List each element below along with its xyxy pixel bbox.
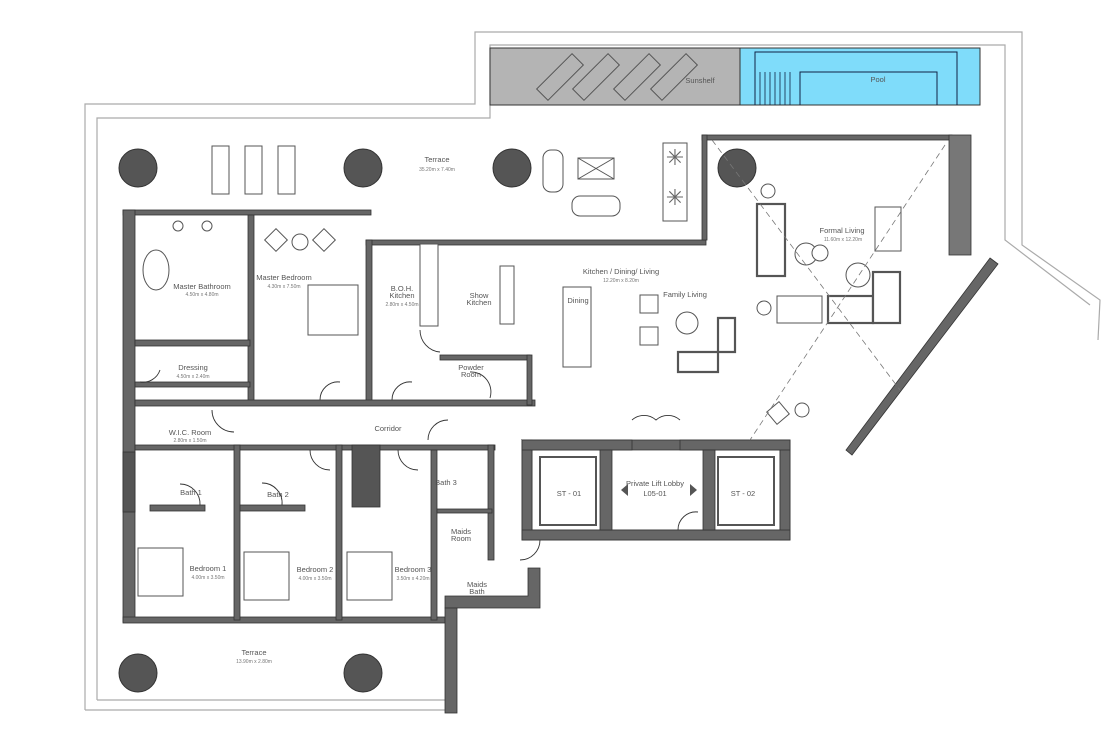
kitchen-dining-living-label: Kitchen / Dining/ Living	[583, 267, 659, 276]
pool	[739, 47, 981, 106]
dining-label: Dining	[567, 296, 588, 305]
wic-room-dim: 2.80m x 1.50m	[173, 438, 206, 444]
kitchen-dining-living-dim: 12.20m x 8.20m	[603, 278, 639, 284]
show-kitchen-label-1: Show	[470, 291, 489, 300]
bedroom-3-label: Bedroom 3	[395, 565, 432, 574]
boh-kitchen-label-2: Kitchen	[389, 291, 414, 300]
sun-loungers	[535, 52, 699, 102]
room-labels: Master Bathroom 4.50m x 4.80m Master Bed…	[169, 226, 865, 665]
boh-kitchen-label-1: B.O.H.	[391, 284, 414, 293]
maids-room-label-2: Room	[451, 534, 471, 543]
maids-bath-label-1: Maids	[467, 580, 487, 589]
maids-bath-label-2: Bath	[469, 587, 484, 596]
bedroom-2-dim: 4.00m x 3.50m	[298, 576, 331, 582]
bedroom-1-label: Bedroom 1	[190, 564, 227, 573]
lift-shafts	[539, 456, 775, 526]
bath-2-label: Bath 2	[267, 490, 289, 499]
lift-lobby-code: L05-01	[643, 489, 666, 498]
powder-room-label-1: Powder	[458, 363, 484, 372]
lift-lobby-label: Private Lift Lobby	[626, 479, 684, 488]
maids-room-label-1: Maids	[451, 527, 471, 536]
svg-text:✳: ✳	[666, 185, 684, 210]
formal-living-label: Formal Living	[819, 226, 864, 235]
bath-3-label: Bath 3	[435, 478, 457, 487]
structural-columns	[118, 148, 757, 693]
master-bathroom-label: Master Bathroom	[173, 282, 231, 291]
corridor-label: Corridor	[374, 424, 402, 433]
bath-1-label: Bath 1	[180, 488, 202, 497]
boh-kitchen-dim: 2.80m x 4.50m	[385, 302, 418, 308]
master-bedroom-label: Master Bedroom	[256, 273, 311, 282]
terrace-furniture: ✳ ✳	[211, 142, 688, 222]
bedroom-3-dim: 3.50m x 4.20m	[396, 576, 429, 582]
master-bedroom-dim: 4.30m x 7.50m	[267, 284, 300, 290]
bedroom-1-dim: 4.00m x 3.50m	[191, 575, 224, 581]
show-kitchen-label-2: Kitchen	[466, 298, 491, 307]
st-01-label: ST - 01	[557, 489, 581, 498]
zone-dashed-lines	[711, 139, 946, 441]
pool-steps	[759, 72, 791, 105]
sunshelf-label: Sunshelf	[685, 76, 715, 85]
doors	[139, 329, 699, 561]
dressing-label: Dressing	[178, 363, 208, 372]
terrace-top-label: Terrace	[424, 155, 449, 164]
bedroom-2-label: Bedroom 2	[297, 565, 334, 574]
terrace-bottom-label: Terrace	[241, 648, 266, 657]
walls	[122, 134, 999, 714]
wic-room-label: W.I.C. Room	[169, 428, 212, 437]
terrace-bottom-dim: 13.90m x 2.80m	[236, 659, 272, 665]
terrace-top-dim: 35.20m x 7.40m	[419, 167, 455, 173]
pool-label: Pool	[870, 75, 885, 84]
svg-text:✳: ✳	[666, 145, 684, 170]
family-living-label: Family Living	[663, 290, 707, 299]
interior-furniture	[137, 183, 902, 601]
master-bathroom-dim: 4.50m x 4.80m	[185, 292, 218, 298]
terrace-boundary	[84, 31, 1101, 711]
dressing-dim: 4.50m x 2.40m	[176, 374, 209, 380]
sunshelf	[489, 47, 741, 106]
st-02-label: ST - 02	[731, 489, 755, 498]
formal-living-dim: 11.60m x 12.20m	[824, 237, 862, 243]
powder-room-label-2: Room	[461, 370, 481, 379]
